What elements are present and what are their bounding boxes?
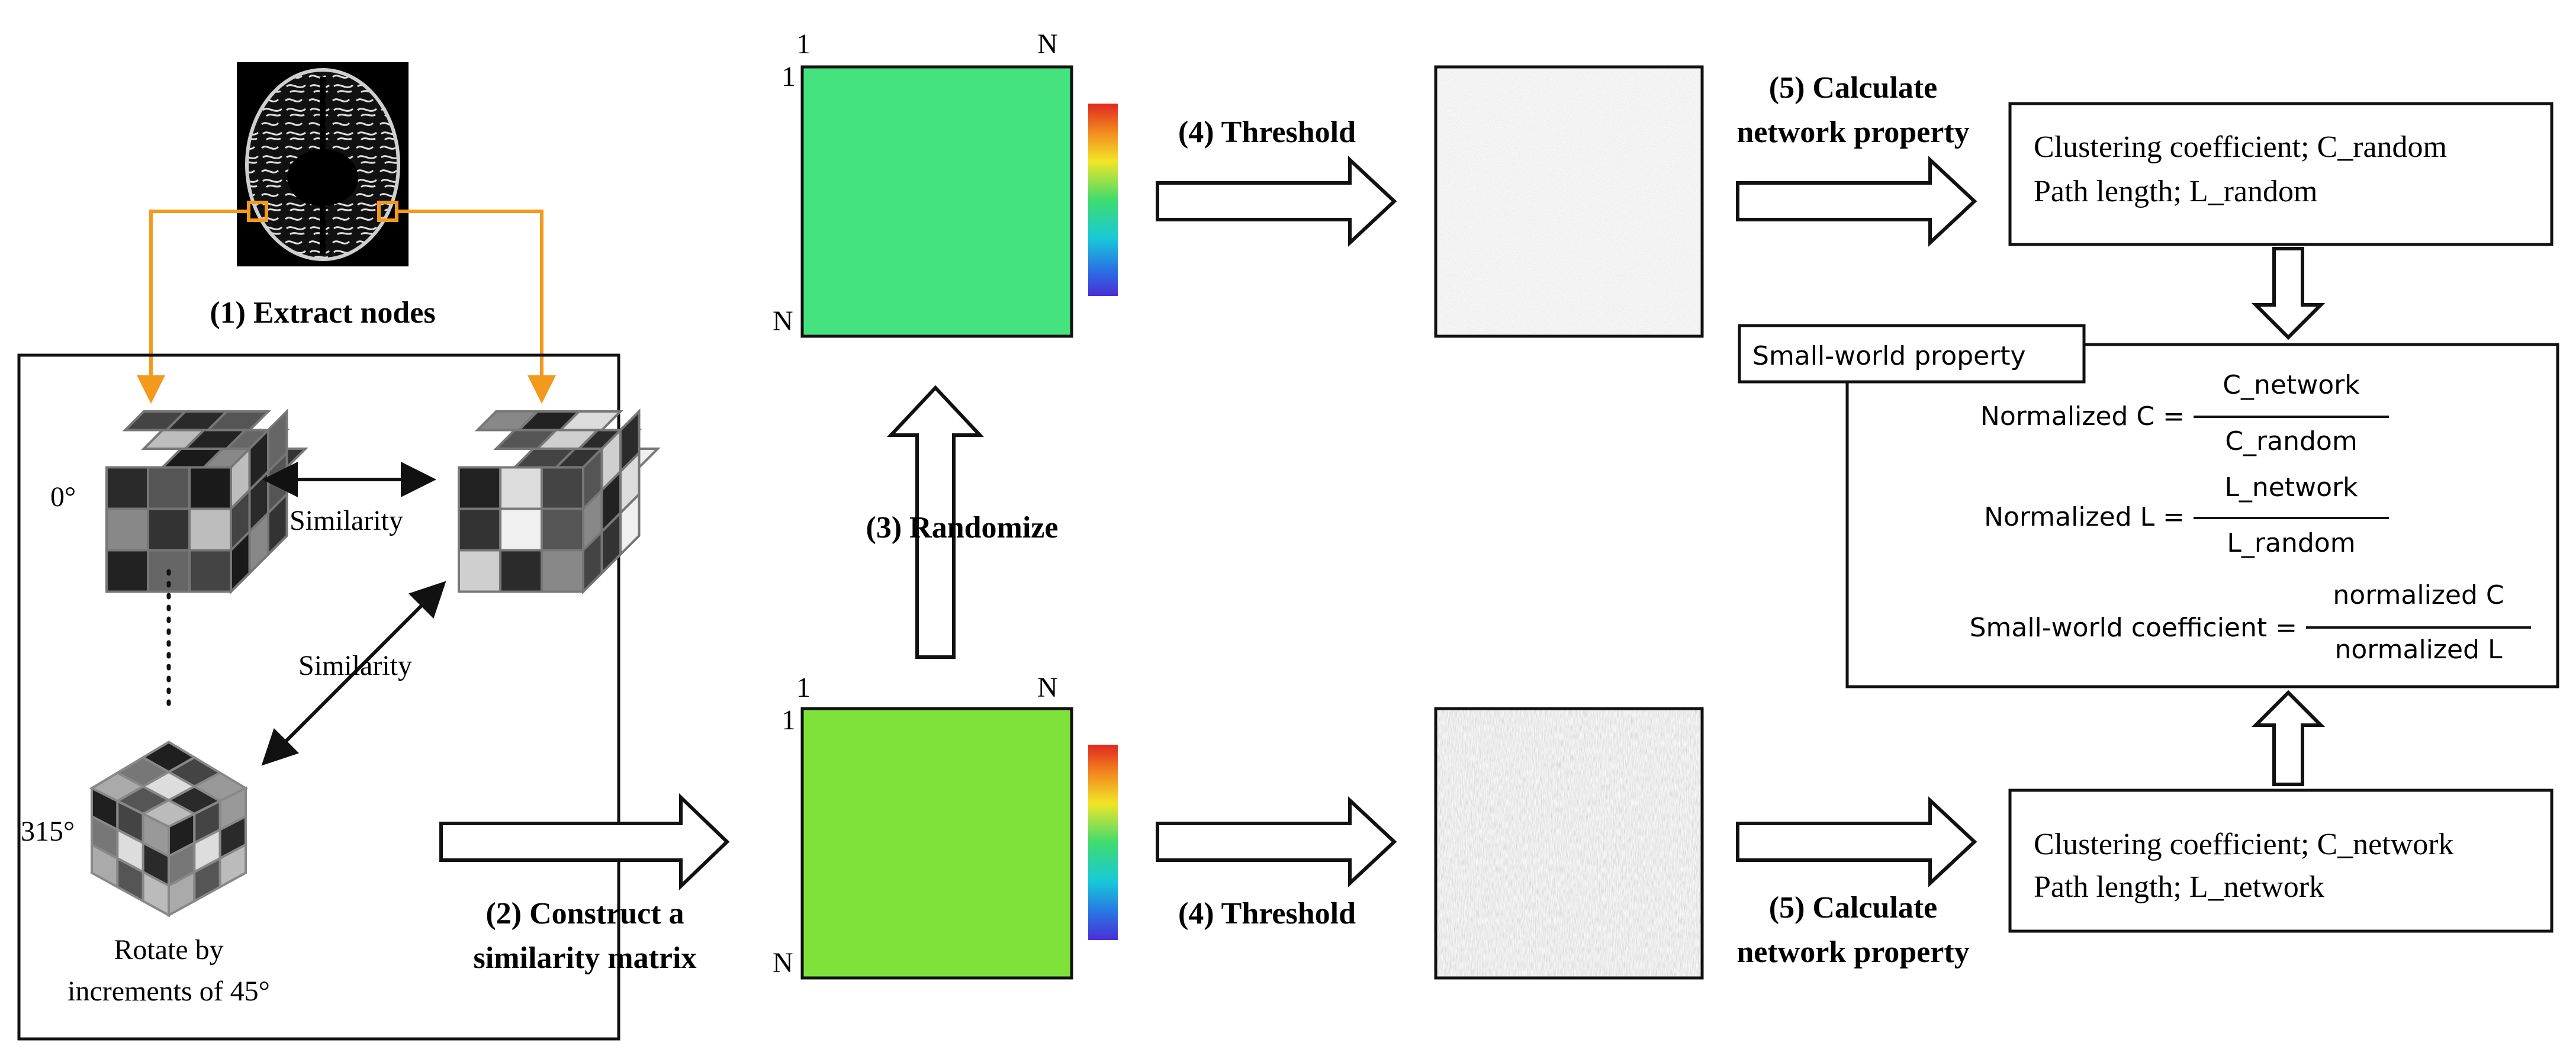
calc-bottom-label-line1: (5) Calculate bbox=[1769, 891, 1937, 925]
network-matrix: 1 N 1 N bbox=[773, 672, 1118, 980]
random-matrix-top-1: 1 bbox=[796, 28, 811, 60]
random-matrix-top-n: N bbox=[1037, 28, 1058, 60]
network-matrix-top-n: N bbox=[1037, 672, 1058, 703]
norm-l-label: Normalized L = bbox=[1984, 502, 2185, 532]
network-binary-matrix bbox=[1434, 707, 1704, 980]
random-binary-matrix bbox=[1434, 65, 1704, 338]
construct-label-line1: (2) Construct a bbox=[485, 897, 684, 931]
block-arrow bbox=[1736, 156, 1977, 247]
coef-denominator: normalized L bbox=[2335, 635, 2503, 665]
rotate-label-line1: Rotate by bbox=[114, 934, 223, 966]
node-connectors bbox=[137, 201, 556, 404]
block-arrow bbox=[887, 385, 984, 659]
coef-numerator: normalized C bbox=[2333, 580, 2504, 610]
calc-top-label-line1: (5) Calculate bbox=[1769, 71, 1937, 105]
angle-315-label: 315° bbox=[21, 816, 75, 847]
randomize-label: (3) Randomize bbox=[866, 511, 1059, 545]
cube-compare bbox=[458, 408, 661, 595]
cube-0deg bbox=[105, 408, 308, 595]
rotate-label-line2: increments of 45° bbox=[67, 976, 270, 1007]
angle-0-label: 0° bbox=[50, 481, 76, 513]
block-arrow bbox=[1156, 156, 1397, 247]
block-arrow bbox=[1736, 796, 1977, 887]
calc-top-label-line2: network property bbox=[1736, 115, 1969, 149]
block-arrow bbox=[439, 793, 730, 891]
threshold-top-label: (4) Threshold bbox=[1178, 115, 1356, 149]
calc-bottom-label-line2: network property bbox=[1736, 935, 1969, 969]
random-metrics-line1: Clustering coefficient; C_random bbox=[2034, 130, 2447, 164]
random-matrix-left-1: 1 bbox=[782, 61, 796, 92]
block-arrow bbox=[2251, 247, 2326, 340]
norm-l-denominator: L_random bbox=[2227, 528, 2355, 558]
norm-c-denominator: C_random bbox=[2225, 426, 2357, 456]
block-arrows bbox=[439, 156, 2326, 891]
normalized-l-formula: Normalized L = L_network L_random bbox=[1984, 472, 2389, 558]
normalized-c-formula: Normalized C = C_network C_random bbox=[1980, 370, 2389, 456]
brain-image bbox=[237, 62, 409, 266]
network-metrics-box bbox=[2008, 789, 2554, 933]
random-metrics-line2: Path length; L_random bbox=[2034, 175, 2317, 208]
norm-c-numerator: C_network bbox=[2223, 370, 2360, 400]
smallworld-title: Small-world property bbox=[1752, 341, 2026, 371]
threshold-bottom-label: (4) Threshold bbox=[1178, 897, 1356, 931]
similarity-label-diag: Similarity bbox=[298, 650, 412, 681]
cube-315deg bbox=[89, 741, 249, 918]
similarity-arrow-diagonal bbox=[261, 581, 446, 766]
random-colorbar bbox=[1088, 104, 1118, 296]
random-matrix-left-n: N bbox=[773, 305, 793, 337]
extract-nodes-label: (1) Extract nodes bbox=[210, 296, 435, 330]
similarity-label-top: Similarity bbox=[290, 505, 403, 536]
norm-c-label: Normalized C = bbox=[1980, 401, 2185, 432]
rotation-panel bbox=[17, 353, 620, 1041]
network-matrix-left-n: N bbox=[773, 947, 793, 979]
network-colorbar bbox=[1088, 745, 1118, 940]
norm-l-numerator: L_network bbox=[2224, 472, 2358, 503]
block-arrow bbox=[2251, 690, 2326, 786]
random-metrics-box bbox=[2008, 102, 2554, 246]
block-arrow bbox=[1156, 796, 1397, 887]
construct-label-line2: similarity matrix bbox=[474, 941, 697, 975]
smallworld-coefficient-formula: Small-world coefficient = normalized C n… bbox=[1970, 580, 2531, 665]
network-matrix-left-1: 1 bbox=[782, 704, 796, 736]
random-matrix: 1 N 1 N bbox=[773, 28, 1118, 338]
smallworld-title-box bbox=[1738, 324, 2086, 384]
coef-label: Small-world coefficient = bbox=[1970, 613, 2297, 643]
smallworld-box bbox=[1845, 343, 2559, 688]
network-metrics-line2: Path length; L_network bbox=[2034, 870, 2324, 904]
network-matrix-top-1: 1 bbox=[796, 672, 811, 703]
network-metrics-line1: Clustering coefficient; C_network bbox=[2034, 828, 2454, 861]
